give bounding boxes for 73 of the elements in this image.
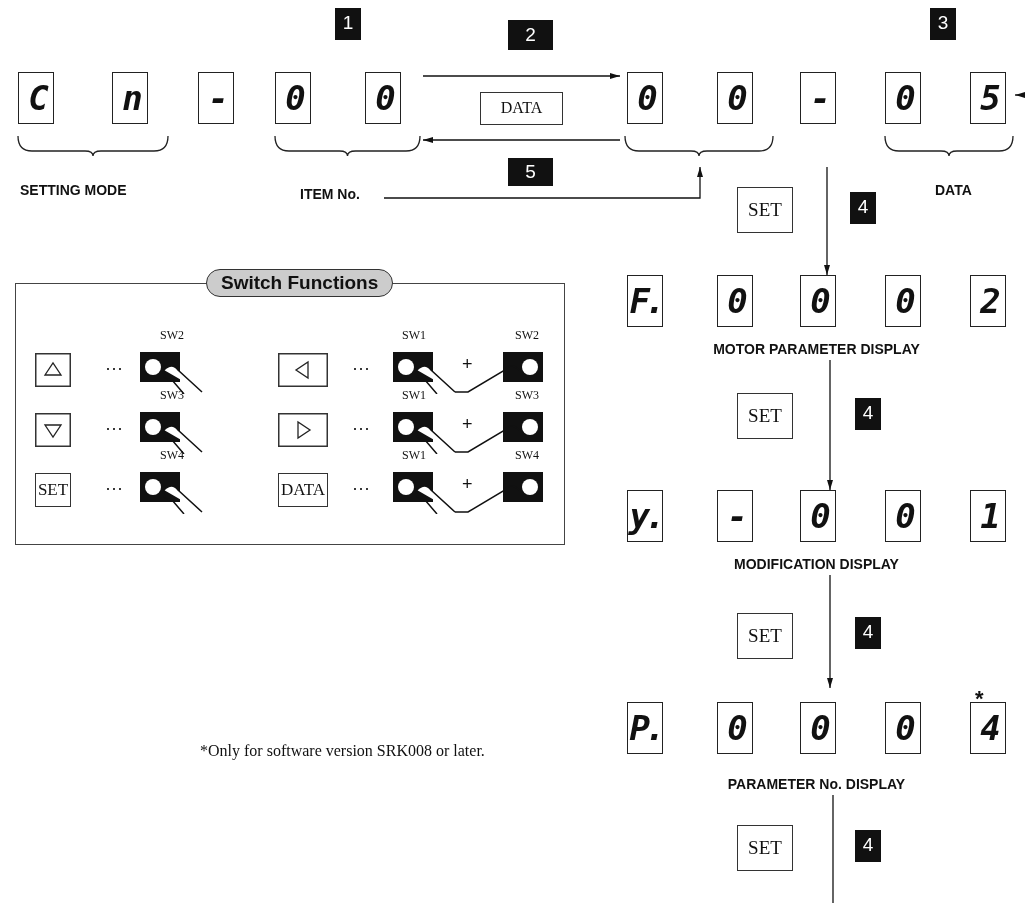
step-number: 4 [855,830,881,862]
panel-title: Switch Functions [206,269,394,297]
step-number: 4 [850,192,876,224]
footnote: *Only for software version SRK008 or later. [200,742,485,760]
ellipsis: ··· [105,478,123,499]
key-label: DATA [278,473,328,507]
display-digit: 0 [885,275,921,327]
display-digit: n [112,72,148,124]
arrow [827,359,833,491]
display-digit: 0 [717,702,753,754]
switch-label: SW2 [515,328,539,343]
data-key-label: DATA [480,92,563,125]
display-caption: PARAMETER No. DISPLAY [726,776,907,792]
plus-sign: + [462,354,473,375]
arrow [422,137,621,143]
step-number: 1 [335,8,361,40]
display-digit: 4 [970,702,1006,754]
ellipsis: ··· [105,358,123,379]
switch-label: SW2 [160,328,184,343]
display-digit: 0 [365,72,401,124]
display-digit: 0 [800,490,836,542]
arrow [422,73,621,79]
display-caption: MOTOR PARAMETER DISPLAY [712,341,921,357]
group-caption: SETTING MODE [20,182,127,198]
arrow [827,574,833,689]
display-digit: 0 [800,275,836,327]
display-digit: y. [627,490,663,542]
display-digit: 0 [275,72,311,124]
switch-label: SW1 [402,328,426,343]
set-key-label: SET [737,393,793,439]
switch-label: SW4 [160,448,184,463]
key-label: SET [35,473,71,507]
display-digit: F. [627,275,663,327]
display-digit: 0 [800,702,836,754]
display-digit: 0 [885,490,921,542]
item-caption: ITEM No. [300,186,380,206]
display-caption: MODIFICATION DISPLAY [733,556,900,572]
display-digit: P. [627,702,663,754]
display-digit: C [18,72,54,124]
ellipsis: ··· [352,418,370,439]
display-digit: - [717,490,753,542]
switch-label: SW1 [402,388,426,403]
step-number: 3 [930,8,956,40]
ellipsis: ··· [352,478,370,499]
display-digit: - [800,72,836,124]
ellipsis: ··· [105,418,123,439]
ellipsis: ··· [352,358,370,379]
step-number: 2 [508,20,553,50]
plus-sign: + [462,414,473,435]
step-number: 4 [855,617,881,649]
step-number: 4 [855,398,881,430]
display-digit: 0 [885,72,921,124]
arrow [1014,92,1025,98]
display-digit: 2 [970,275,1006,327]
display-digit: 5 [970,72,1006,124]
switch-label: SW4 [515,448,539,463]
step-number: 5 [508,158,553,186]
set-key-label: SET [737,825,793,871]
display-digit: 0 [717,275,753,327]
group-caption: DATA [935,182,972,198]
display-digit: 0 [717,72,753,124]
set-key-label: SET [737,613,793,659]
switch-label: SW3 [160,388,184,403]
display-digit: 1 [970,490,1006,542]
set-key-label: SET [737,187,793,233]
switch-label: SW1 [402,448,426,463]
plus-sign: + [462,474,473,495]
arrow [824,166,830,276]
display-digit: 0 [885,702,921,754]
leader-line [383,166,703,199]
switch-label: SW3 [515,388,539,403]
display-digit: 0 [627,72,663,124]
display-digit: - [198,72,234,124]
